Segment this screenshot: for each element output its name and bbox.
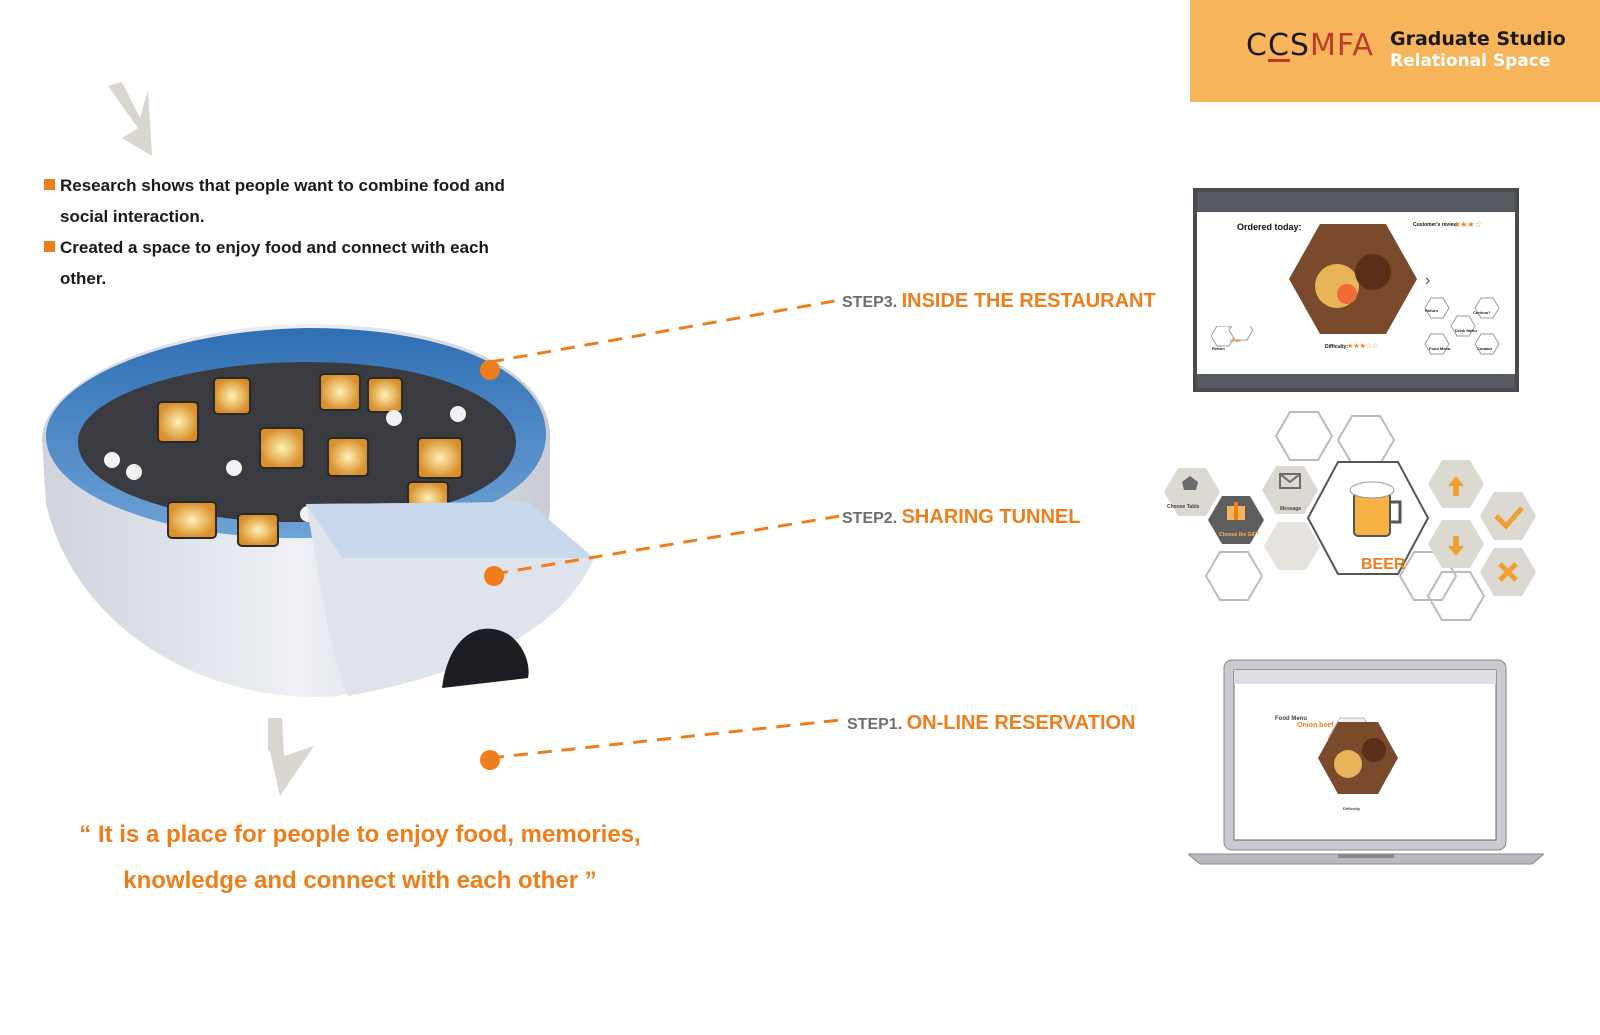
bullet-square-icon (44, 241, 55, 252)
choose-table-button[interactable]: Choose Table (1167, 504, 1200, 510)
dish-name-label: Onion beef (1297, 722, 1334, 729)
difficulty-stars-icon: ★★★☆☆ (1347, 343, 1379, 350)
beer-label: BEER (1361, 556, 1406, 573)
quote-text: “ It is a place for people to enjoy food… (79, 821, 641, 894)
restaurant-illustration (42, 324, 594, 697)
arrow-down-icon (108, 82, 152, 156)
food-menu-label: Food Menu (1275, 716, 1307, 722)
dish-photo (1289, 224, 1417, 334)
screen-topbar (1197, 192, 1515, 212)
screen-bottombar (1197, 374, 1515, 388)
graduate-studio-title: Graduate Studio (1390, 28, 1566, 50)
arrow-down-icon (268, 718, 314, 796)
difficulty-label: Difficulty (1343, 806, 1361, 811)
review-stars-icon: ★★★☆ (1453, 220, 1482, 229)
ccsmfa-logo: CCSMFA (1246, 28, 1374, 63)
bullet-item: Created a space to enjoy food and connec… (44, 232, 514, 294)
next-arrow-icon[interactable]: › (1425, 272, 1431, 289)
laptop-illustration (1188, 659, 1544, 865)
header-badge: CCSMFA Graduate Studio Relational Space (1190, 0, 1600, 102)
restaurant-screen: Ordered today: Customer's review: ★★★☆ ›… (1193, 188, 1519, 392)
step1-label: STEP1. ON-LINE RESERVATION (847, 712, 1136, 734)
step3-label: STEP3. INSIDE THE RESTAURANT (842, 290, 1156, 312)
message-button[interactable]: Message (1280, 506, 1302, 512)
step2-label: STEP2. SHARING TUNNEL (842, 506, 1081, 528)
sharing-tunnel-hexagons (1164, 411, 1536, 621)
choose-gift-button[interactable]: Choose the GIFT (1219, 532, 1259, 538)
left-hex-buttons (1210, 326, 1254, 347)
right-hex-buttons (1424, 297, 1500, 355)
bullet-square-icon (44, 179, 55, 190)
research-bullets: Research shows that people want to combi… (44, 170, 514, 294)
relational-space-subtitle: Relational Space (1390, 51, 1551, 71)
bullet-item: Research shows that people want to combi… (44, 170, 514, 232)
